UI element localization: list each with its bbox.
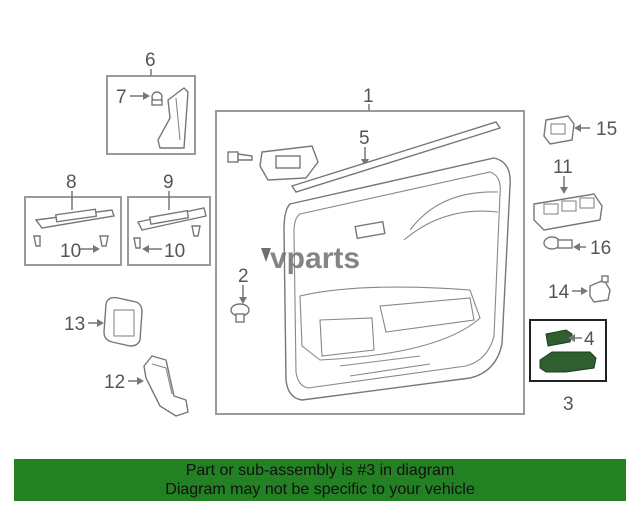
clip-part-10b <box>99 235 109 247</box>
bulb-part-16 <box>543 236 573 250</box>
master-switch-part-11 <box>533 193 603 231</box>
switch-base-part-8 <box>34 208 115 229</box>
info-banner: Part or sub-assembly is #3 in diagram Di… <box>14 459 626 501</box>
parts-diagram: 6 7 8 10 9 10 1 5 <box>24 50 617 417</box>
highlighted-part-3 <box>539 351 597 373</box>
svg-text:vparts: vparts <box>270 242 360 275</box>
group-box-8 <box>24 196 122 266</box>
callout-3: 3 <box>563 394 574 415</box>
callout-15: 15 <box>596 119 617 140</box>
callout-2: 2 <box>238 266 249 287</box>
handle-bracket-part <box>259 145 319 181</box>
callout-1: 1 <box>363 86 374 107</box>
clip-part-7 <box>151 91 163 106</box>
group-box-3-highlight <box>529 319 607 382</box>
weatherstrip-part-5 <box>290 121 502 193</box>
callout-10-right: 10 <box>164 241 185 262</box>
callout-7: 7 <box>116 87 127 108</box>
door-trim-panel-part-1 <box>283 157 511 401</box>
connector-part-14 <box>589 275 611 303</box>
switch-part-15 <box>543 115 575 145</box>
callout-5: 5 <box>359 128 370 149</box>
callout-14: 14 <box>548 282 570 303</box>
bezel-part-13 <box>103 296 143 347</box>
clip-part-10a <box>33 235 41 247</box>
banner-line-1: Part or sub-assembly is #3 in diagram <box>185 462 455 479</box>
group-box-1 <box>215 110 525 415</box>
switch-base-part-9 <box>136 207 207 231</box>
callout-11: 11 <box>553 157 573 178</box>
vparts-watermark: vparts <box>261 242 360 275</box>
callout-8: 8 <box>66 172 77 193</box>
callout-16: 16 <box>590 238 611 259</box>
callout-4: 4 <box>584 329 595 350</box>
clip-part-10d <box>191 225 201 237</box>
pillar-garnish-part <box>157 87 189 149</box>
callout-9: 9 <box>163 172 174 193</box>
clip-part-10c <box>133 237 141 249</box>
screw-part <box>227 151 253 163</box>
callout-10-left: 10 <box>60 241 81 262</box>
clip-part-2 <box>230 303 250 323</box>
banner-line-2: Diagram may not be specific to your vehi… <box>165 481 475 498</box>
callout-6: 6 <box>145 50 156 71</box>
cover-part-12 <box>143 355 189 417</box>
callout-13: 13 <box>64 314 85 335</box>
callout-12: 12 <box>104 372 125 393</box>
